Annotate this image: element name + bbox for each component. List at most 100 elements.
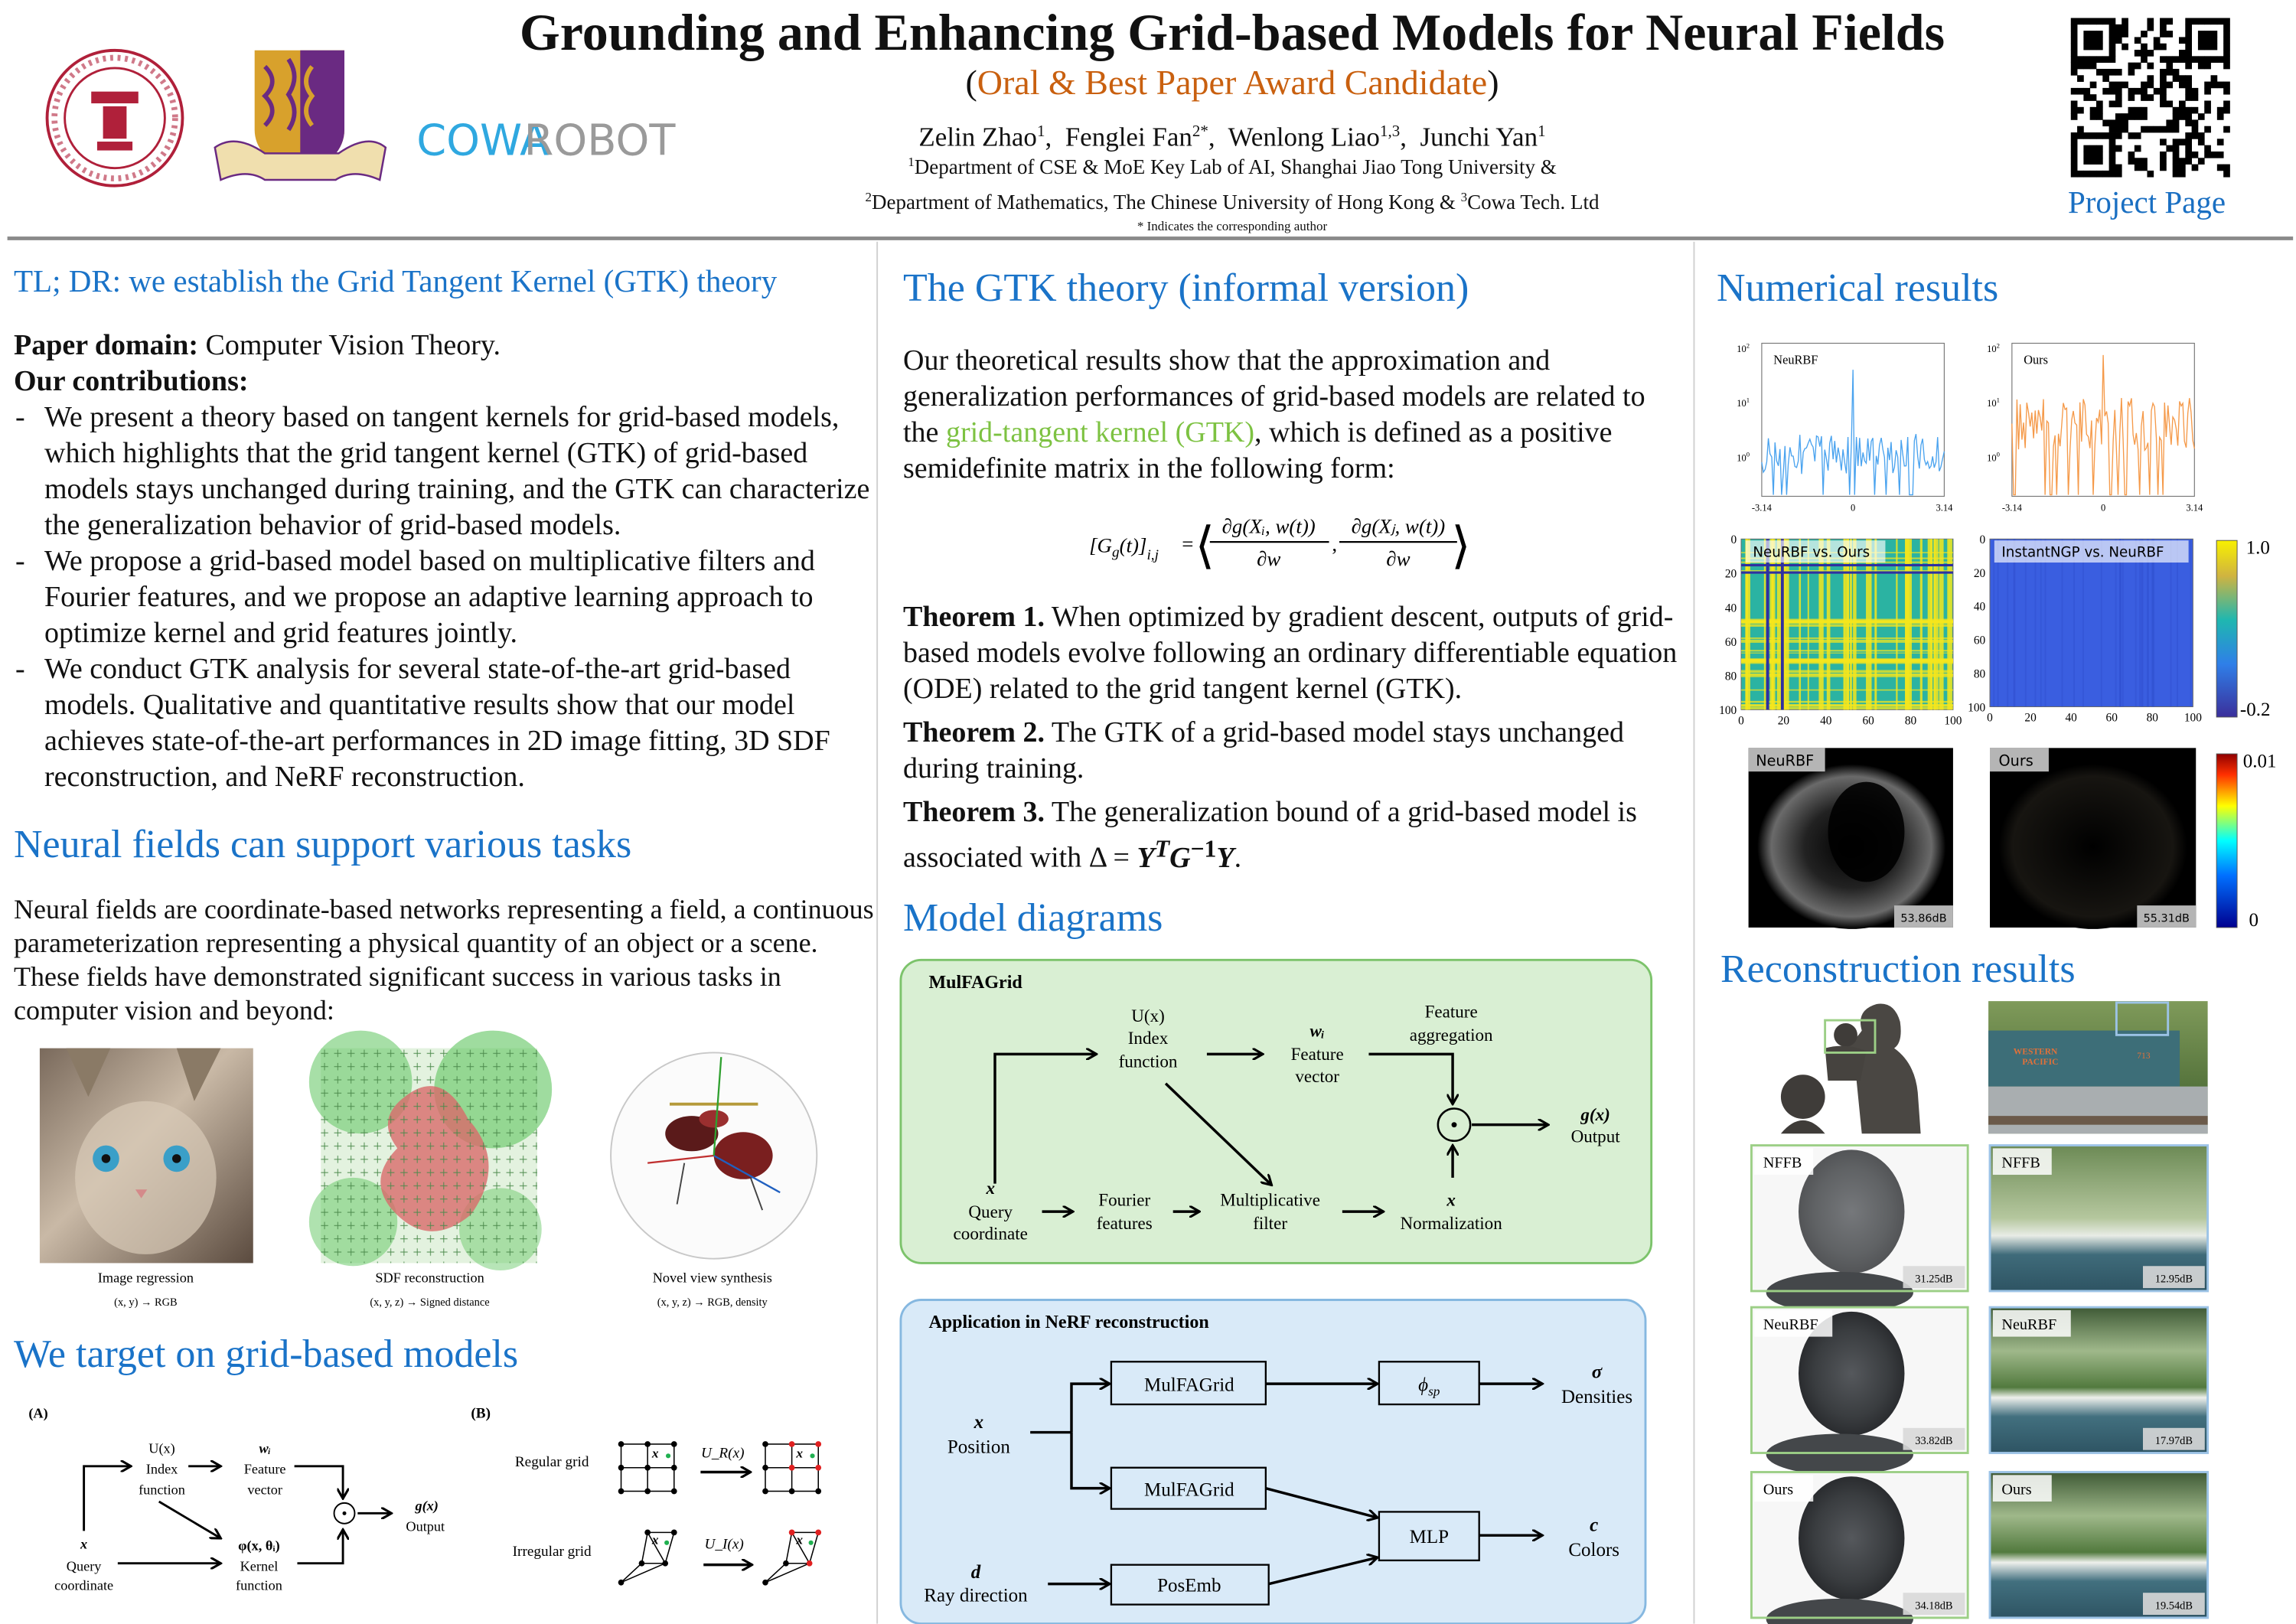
- x-tick-label: 40: [2065, 712, 2077, 725]
- qr-module: [2102, 56, 2109, 64]
- qr-module: [2216, 151, 2224, 158]
- qr-module: [2185, 62, 2192, 70]
- sdf-image: [308, 1030, 553, 1271]
- qr-module: [2077, 56, 2084, 64]
- qr-module: [2077, 126, 2084, 133]
- theorem-label: Theorem 3.: [903, 796, 1045, 828]
- svg-text:PACIFIC: PACIFIC: [2022, 1058, 2058, 1067]
- heatmap-instantngp-vs-neurbf: InstantNGP vs. NeuRBF0020204040606080801…: [1968, 533, 2202, 725]
- svg-text:d: d: [971, 1562, 981, 1583]
- qr-module: [2141, 158, 2148, 165]
- svg-text:713: 713: [2137, 1052, 2151, 1061]
- qr-module: [2216, 139, 2224, 146]
- author-sup: 1: [1036, 122, 1045, 140]
- award-text: Oral & Best Paper Award Candidate: [977, 63, 1488, 102]
- qr-module: [2204, 145, 2211, 152]
- qr-module: [2115, 68, 2122, 76]
- qr-module: [2197, 62, 2205, 70]
- qr-module: [2191, 106, 2199, 114]
- qr-module: [2134, 87, 2141, 95]
- svg-text:x: x: [985, 1178, 995, 1198]
- qr-module: [2172, 139, 2180, 146]
- qr-module: [2160, 151, 2167, 158]
- qr-module: [2147, 62, 2154, 70]
- mulfagrid-block: MulFAGrid: [1144, 1375, 1234, 1396]
- qr-module: [2070, 170, 2078, 178]
- svg-text:x: x: [795, 1446, 803, 1460]
- qr-module: [2134, 145, 2141, 152]
- qr-module: [2122, 18, 2128, 25]
- qr-module: [2147, 18, 2154, 25]
- qr-module: [2172, 164, 2180, 171]
- qr-module: [2115, 87, 2122, 95]
- qr-code[interactable]: [2070, 18, 2230, 178]
- y-tick-label: 100: [1968, 701, 1985, 714]
- qr-module: [2160, 164, 2167, 171]
- qr-module: [2204, 81, 2211, 89]
- qr-module: [2141, 31, 2148, 38]
- qr-module: [2179, 56, 2186, 64]
- svg-text:Output: Output: [406, 1518, 445, 1534]
- poster-title: Grounding and Enhancing Grid-based Model…: [519, 3, 1945, 61]
- qr-module: [2108, 158, 2116, 165]
- qr-module: [2172, 56, 2180, 64]
- qr-module: [2089, 56, 2097, 64]
- recon-heading: Reconstruction results: [1720, 947, 2076, 991]
- grid-model-diagram-a: (A) U(x) Index function wᵢ Feature vecto…: [28, 1405, 445, 1593]
- qr-module: [2083, 62, 2091, 70]
- svg-text:Position: Position: [947, 1437, 1010, 1458]
- theorem-text: When optimized by gradient descent, outp…: [903, 601, 1678, 705]
- tldr-heading: TL; DR: we establish the Grid Tangent Ke…: [14, 263, 778, 298]
- qr-module: [2096, 170, 2103, 178]
- qr-module: [2197, 43, 2205, 51]
- svg-text:Query: Query: [67, 1558, 102, 1573]
- svg-text:x: x: [80, 1537, 87, 1552]
- qr-module: [2096, 18, 2103, 25]
- qr-module: [2191, 18, 2199, 25]
- contribution-list: We present a theory based on tangent ker…: [14, 399, 875, 795]
- qr-module: [2115, 24, 2122, 31]
- affil-text: Department of Mathematics, The Chinese U…: [872, 191, 1461, 214]
- qr-module: [2108, 37, 2116, 44]
- heatmap-colorbar: 1.0 -0.2: [2216, 538, 2271, 720]
- qr-module: [2089, 151, 2097, 158]
- qr-module: [2077, 18, 2084, 25]
- qr-module: [2108, 164, 2116, 171]
- qr-module: [2179, 139, 2186, 146]
- qr-module: [2223, 50, 2230, 57]
- qr-module: [2160, 43, 2167, 51]
- svg-text:Application in NeRF reconstruc: Application in NeRF reconstruction: [928, 1313, 1208, 1332]
- svg-text:Index: Index: [146, 1461, 178, 1476]
- qr-module: [2185, 81, 2192, 89]
- svg-text:Index: Index: [1128, 1028, 1169, 1048]
- qr-module: [2223, 81, 2230, 89]
- affiliation-1: 1Department of CSE & MoE Key Lab of AI, …: [429, 148, 2036, 181]
- qr-module: [2108, 126, 2116, 133]
- qr-module: [2122, 119, 2128, 127]
- qr-module: [2108, 100, 2116, 108]
- svg-text:⟨: ⟨: [1195, 519, 1215, 574]
- qr-module: [2115, 31, 2122, 38]
- svg-text:x: x: [1446, 1189, 1456, 1209]
- qr-module: [2070, 100, 2078, 108]
- project-page-link[interactable]: Project Page: [2067, 184, 2226, 220]
- qr-module: [2077, 75, 2084, 82]
- qr-module: [2134, 158, 2141, 165]
- plot-label: NeuRBF: [1773, 352, 1818, 367]
- reconstruction-crops: NFFB31.25dBNeuRBF33.82dBOurs34.18dBNFFB1…: [1750, 1144, 2210, 1624]
- theorem-text: The generalization bound of a grid-based…: [903, 796, 1637, 874]
- qr-module: [2172, 170, 2180, 178]
- qr-module: [2147, 50, 2154, 57]
- qr-module: [2070, 62, 2078, 70]
- qr-module: [2179, 164, 2186, 171]
- qr-module: [2070, 87, 2078, 95]
- qr-module: [2108, 18, 2116, 25]
- qr-module: [2102, 170, 2109, 178]
- method-label: NeuRBF: [2001, 1316, 2056, 1333]
- qr-module: [2210, 81, 2218, 89]
- qr-module: [2197, 18, 2205, 25]
- y-tick-label: 60: [1974, 634, 1986, 647]
- svg-text:Output: Output: [1571, 1127, 1621, 1146]
